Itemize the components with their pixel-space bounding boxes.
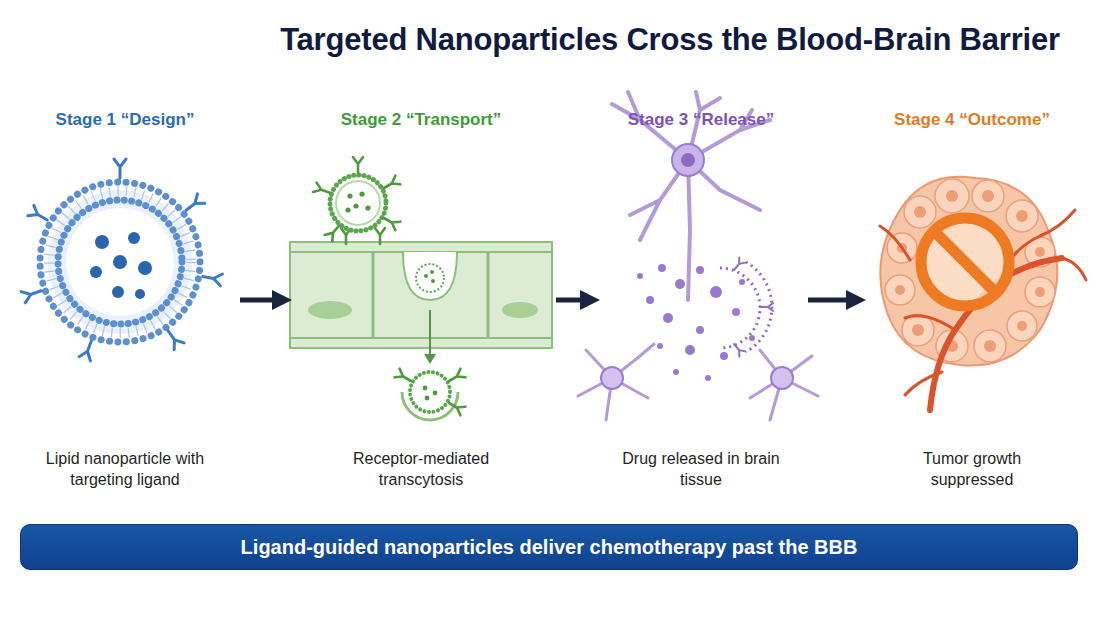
transported-nanoparticle: [313, 157, 400, 241]
released-nanoparticle: [395, 369, 466, 420]
endothelial-barrier: [290, 228, 552, 364]
stage-caption: Lipid nanoparticle with targeting ligand: [20, 448, 230, 490]
stage-panel: Stage 4 “Outcome” Tumor growth suppressed: [862, 110, 1082, 490]
stage-heading: Stage 1 “Design”: [56, 110, 195, 130]
flow-arrow: [808, 298, 860, 303]
tumor-mass: [880, 177, 1057, 366]
prohibit-symbol: [921, 218, 1009, 306]
stage-caption: Tumor growth suppressed: [907, 448, 1037, 490]
blood-vessels: [880, 210, 1086, 410]
summary-band: Ligand-guided nanoparticles deliver chem…: [20, 524, 1078, 570]
lipid-nanoparticle: [21, 159, 222, 361]
summary-text: Ligand-guided nanoparticles deliver chem…: [241, 536, 858, 559]
flow-arrow: [240, 298, 286, 303]
diagram-title: Targeted Nanoparticles Cross the Blood-B…: [220, 22, 1100, 58]
drug-molecules: [637, 257, 773, 381]
flow-arrow: [556, 298, 594, 303]
stage-panel: Stage 3 “Release” Drug released in brain …: [596, 110, 806, 490]
stage-panel: Stage 2 “Transport” Receptor-mediated tra…: [288, 110, 554, 490]
stage-caption: Drug released in brain tissue: [621, 448, 781, 490]
stage-heading: Stage 2 “Transport”: [341, 110, 502, 130]
stage-heading: Stage 4 “Outcome”: [894, 110, 1050, 130]
neuron-cells: [578, 92, 818, 420]
stage-heading: Stage 3 “Release”: [628, 110, 774, 130]
stage-panel: Stage 1 “Design” Lipid nanoparticle with …: [12, 110, 238, 490]
stage-caption: Receptor-mediated transcytosis: [331, 448, 511, 490]
